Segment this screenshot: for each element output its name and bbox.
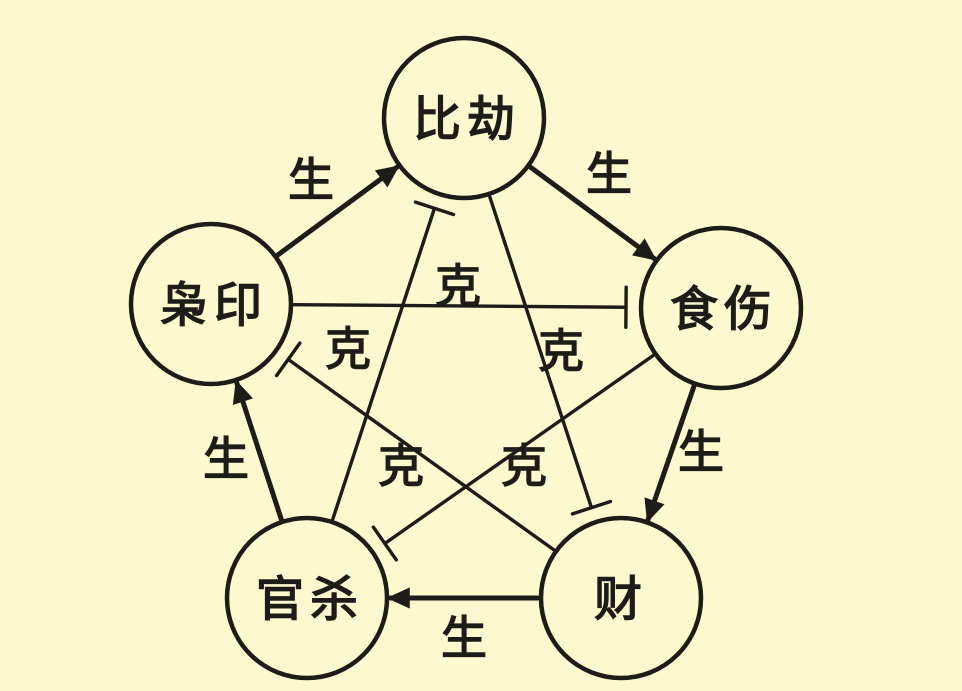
- node-circle-bijie: [381, 35, 547, 201]
- sheng-label-shishang-cai: 生: [678, 426, 724, 478]
- sheng-arrow-guansha-xiaoyin: [232, 379, 284, 522]
- ke-tbar-bijie-cai: [570, 499, 613, 516]
- sheng-arrow-xiaoyin-bijie: [275, 164, 400, 258]
- ke-line-shishang-guansha: [371, 353, 655, 562]
- node-label-cai: 财: [594, 574, 648, 627]
- node-label-xiaoyin: 枭印: [160, 280, 268, 333]
- ke-line-cai-xiaoyin: [274, 341, 556, 552]
- sheng-label-xiaoyin-bijie: 生: [288, 154, 334, 206]
- ke-line-xiaoyin-shishang: [292, 285, 628, 329]
- ke-label-xiaoyin-shishang: 克: [435, 260, 481, 312]
- sheng-arrow-shishang-cai: [644, 383, 697, 523]
- ke-tbar-guansha-bijie: [413, 200, 456, 217]
- ke-line-bijie-cai: [488, 195, 613, 516]
- node-circle-shishang: [638, 225, 804, 391]
- sheng-arrow-bijie-shishang: [528, 164, 657, 262]
- sheng-label-guansha-xiaoyin: 生: [203, 433, 249, 485]
- ke-label-bijie-cai: 克: [538, 325, 584, 377]
- node-circle-xiaoyin: [128, 221, 294, 387]
- node-label-guansha: 官杀: [256, 574, 364, 627]
- sheng-label-cai-guansha: 生: [441, 612, 487, 664]
- ke-line-guansha-bijie: [331, 200, 456, 521]
- ke-tbar-cai-xiaoyin: [274, 341, 302, 378]
- ke-label-guansha-bijie: 克: [378, 440, 424, 492]
- node-label-bijie: 比劫: [413, 94, 521, 147]
- ke-label-shishang-guansha: 克: [501, 440, 547, 492]
- ke-tbar-shishang-guansha: [371, 525, 398, 562]
- node-circle-guansha: [224, 515, 390, 681]
- sheng-label-bijie-shishang: 生: [586, 148, 632, 200]
- node-circle-cai: [538, 515, 704, 681]
- node-label-shishang: 食伤: [670, 284, 778, 337]
- ke-label-cai-xiaoyin: 克: [325, 323, 371, 375]
